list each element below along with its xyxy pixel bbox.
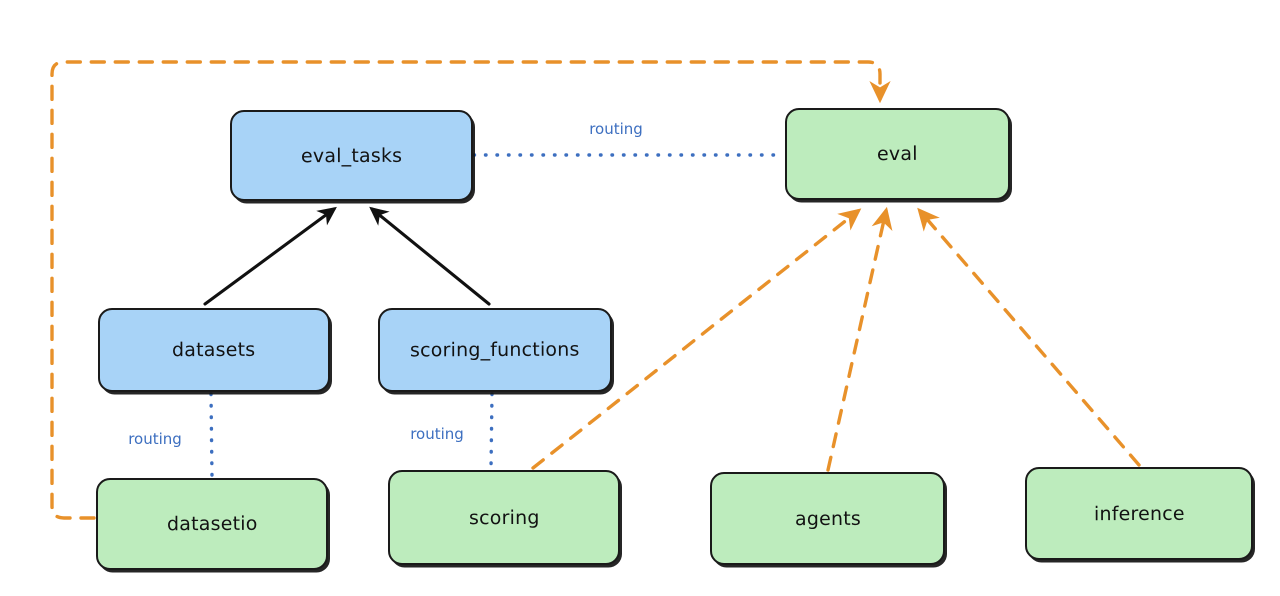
node-label-agents: agents — [794, 507, 861, 530]
edge-scoring_functions-to-eval_tasks — [369, 206, 491, 306]
node-scoring-functions[interactable]: scoring_functions — [378, 308, 612, 392]
node-label-inference: inference — [1093, 502, 1185, 525]
edge-label-routing-datasets: routing — [125, 430, 185, 448]
edge-inference-to-eval — [917, 207, 1141, 467]
node-inference[interactable]: inference — [1025, 467, 1253, 560]
node-label-scoring-functions: scoring_functions — [410, 338, 580, 362]
node-label-scoring: scoring — [468, 506, 540, 529]
node-label-datasets: datasets — [172, 338, 256, 362]
node-label-datasetio: datasetio — [166, 512, 258, 536]
edge-scoring_functions-to-scoring — [489, 392, 494, 471]
node-datasetio[interactable]: datasetio — [96, 478, 328, 570]
node-label-eval-tasks: eval_tasks — [300, 144, 403, 167]
node-datasets[interactable]: datasets — [98, 308, 330, 392]
composition-edges — [203, 206, 491, 306]
edge-label-routing-eval-tasks: routing — [586, 120, 646, 138]
node-eval-tasks[interactable]: eval_tasks — [230, 110, 473, 201]
edge-agents-to-eval — [826, 206, 893, 472]
node-eval[interactable]: eval — [785, 108, 1010, 200]
edge-datasets-to-eval_tasks — [203, 206, 337, 306]
edge-datasets-to-datasetio — [209, 392, 214, 479]
node-scoring[interactable]: scoring — [388, 470, 620, 565]
node-agents[interactable]: agents — [710, 472, 945, 565]
edge-label-routing-scoring-functions: routing — [407, 425, 467, 443]
node-label-eval: eval — [877, 142, 918, 166]
